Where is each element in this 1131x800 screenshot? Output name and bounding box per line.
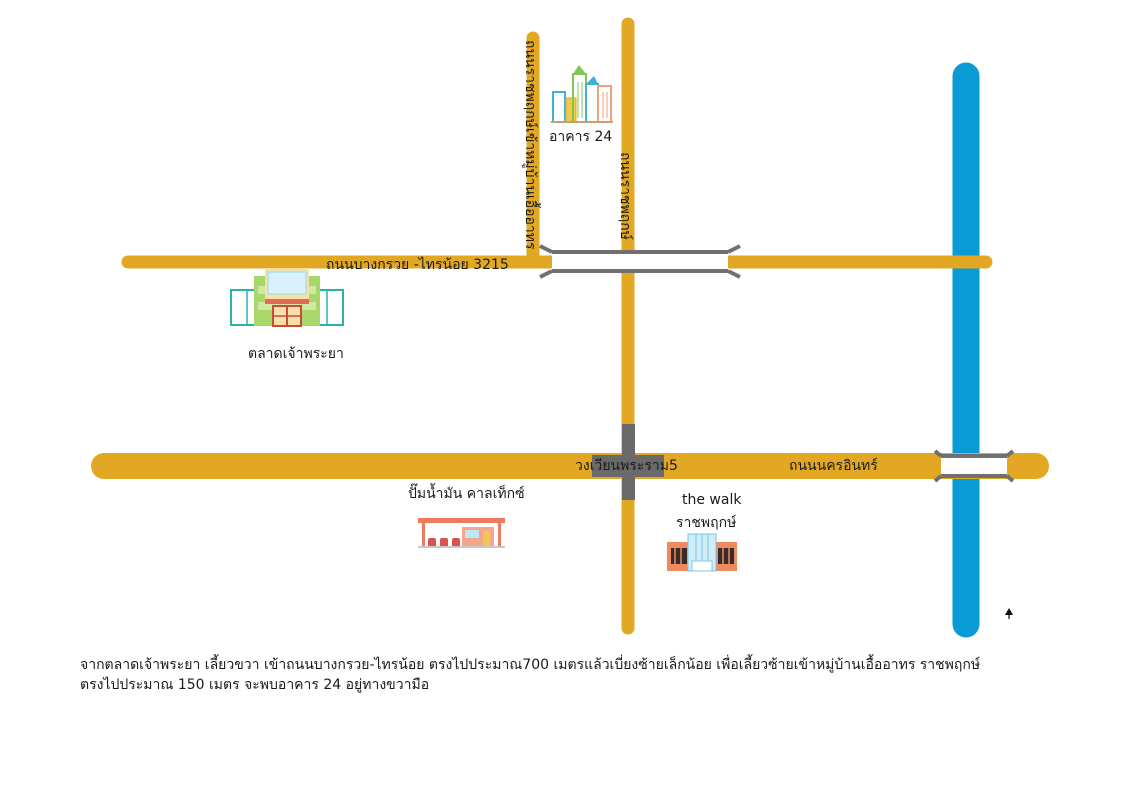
label-rama5-circle: วงเวียนพระราม5 (575, 458, 678, 474)
label-the-walk-rachaphruek: ราชพฤกษ์ (676, 515, 737, 531)
shopping-mall-icon (667, 533, 737, 572)
rama5-intersection (592, 424, 664, 500)
label-rachaphruek-village: ถนนราชพฤกษ์เข้าหมู่บ้านเอื้ออาทร (522, 40, 541, 250)
label-gas-station: ปั๊มน้ำมัน คาลเท็กซ์ (408, 486, 525, 502)
river-bridge (933, 449, 1015, 483)
label-the-walk: the walk (682, 492, 742, 508)
directions-line-2: ตรงไปประมาณ 150 เมตร จะพบอาคาร 24 อยู่ทา… (80, 677, 430, 693)
north-arrow-icon (1005, 608, 1013, 619)
office-building-icon (551, 65, 613, 123)
directions-line-1: จากตลาดเจ้าพระยา เลี้ยวขวา เข้าถนนบางกรว… (80, 657, 981, 673)
label-nakhon-in: ถนนนครอินทร์ (789, 458, 878, 474)
label-bangkruai-sainoi: ถนนบางกรวย -ไทรน้อย 3215 (326, 257, 509, 273)
flyover (539, 244, 741, 279)
label-rachaphruek: ถนนราชพฤกษ์ (617, 152, 634, 240)
gas-station-icon (418, 518, 505, 548)
label-building-24: อาคาร 24 (549, 129, 613, 145)
label-chaophraya-market: ตลาดเจ้าพระยา (248, 346, 344, 362)
market-building-icon (230, 268, 344, 327)
directions-text: จากตลาดเจ้าพระยา เลี้ยวขวา เข้าถนนบางกรว… (80, 655, 1070, 695)
